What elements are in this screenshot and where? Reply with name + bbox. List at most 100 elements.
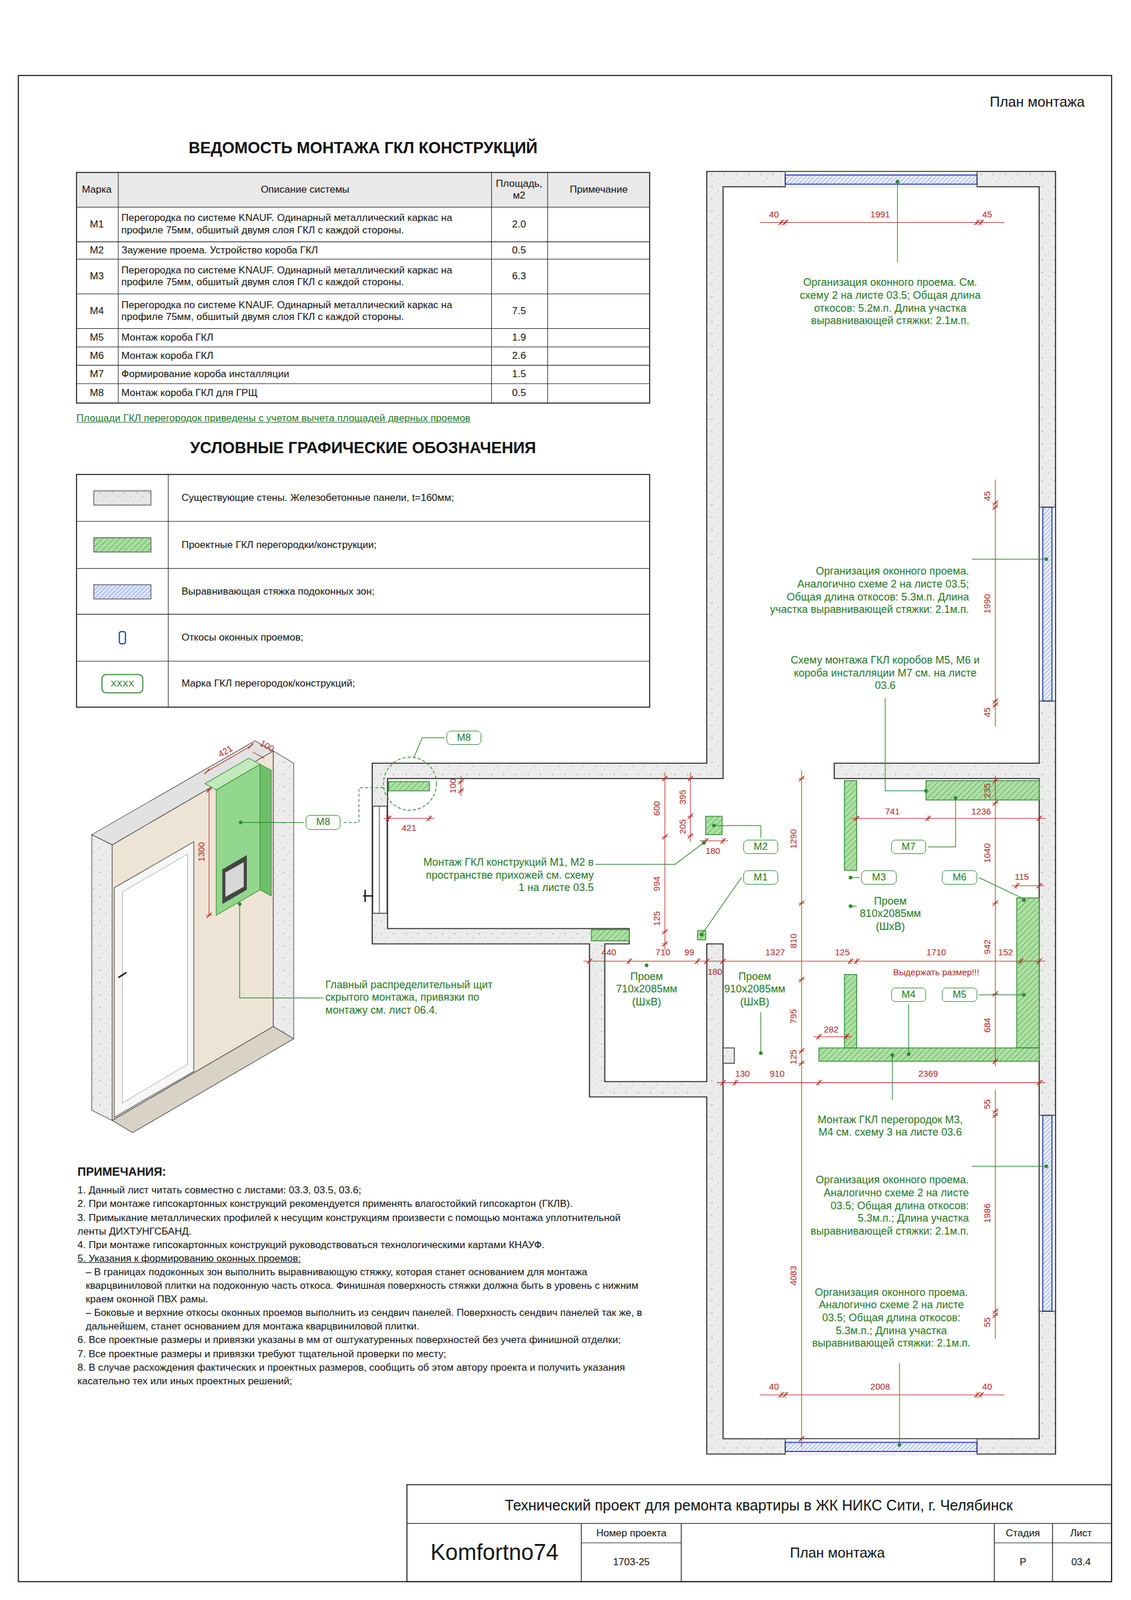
dimension-value: 55 [981,1317,992,1328]
extension-line [1039,814,1040,821]
dimension-tick [662,928,668,935]
dimension-tick [204,768,210,775]
mark-label: M8 [316,815,331,828]
table-cell: M7 [89,368,104,380]
leader-line [885,697,927,791]
table-cell: Примечание [569,183,628,196]
dimension-value: 1710 [926,946,947,957]
leader-line [713,825,762,838]
switchboard-frame [222,854,247,904]
title-block-line [993,1522,995,1582]
leader-dot [712,823,716,828]
extension-line [706,957,707,964]
leader-dot [897,1442,902,1447]
mark-symbol [101,674,143,693]
leader-line [239,903,324,998]
extension-line [992,1310,999,1311]
mark-tag: M1 [743,870,779,885]
dimension-tick [978,219,984,226]
dimension-tick [662,834,668,840]
leader-dot [848,903,853,908]
section-heading: УСЛОВНЫЕ ГРАФИЧЕСКИЕ ОБОЗНАЧЕНИЯ [190,438,537,458]
table-cell: M8 [89,387,104,399]
swatch-hatch [93,537,151,552]
dimension-tick [992,777,998,783]
dimension-tick [992,990,998,997]
dimension-tick [1036,958,1043,964]
mark-label: M7 [901,840,916,853]
dimension-line [690,772,691,842]
dimension-value: 125 [788,1049,799,1064]
dimension-value: 910 [769,1067,785,1078]
note-item: 8. В случае расхождения фактических и пр… [77,1360,651,1388]
leader-dot [924,788,928,793]
dimension-value: 152 [998,946,1014,957]
window-jamb [1039,1310,1056,1311]
dimension-tick [992,799,998,806]
dimension-value: 421 [216,742,234,759]
swatch-hatch [93,584,151,599]
table-row-line [76,258,650,260]
dimension-tick [925,815,931,821]
sill-screed [1042,1115,1053,1311]
note-item: – Боковые и верхние откосы оконных проем… [77,1305,651,1333]
extension-line [722,837,724,844]
gkl-box-side [259,764,271,896]
dimension-line [583,960,1045,962]
dimension-line [252,751,264,758]
leader-dot [701,840,706,845]
leader-line [927,797,956,847]
mark-label: M1 [754,871,769,884]
extension-line [1039,1079,1040,1086]
dimension-value: 40 [769,1380,780,1391]
concrete-column [722,1047,734,1063]
window-jamb [976,172,978,188]
table-cell: 6.3 [511,270,527,283]
dimension-tick [798,1047,805,1054]
legend-swatch [93,584,151,599]
annotation-note: Монтаж ГКЛ конструкций M1, M2 в простран… [420,855,594,895]
leader-dot [1044,1163,1048,1168]
table-cell: 2.6 [511,349,527,362]
gkl-box-top [204,758,260,790]
table-cell: Перегородка по системе KNAUF. Одинарный … [121,299,489,324]
table-row-line [76,328,650,329]
extension-line [687,778,694,779]
dimension-value: 684 [981,1017,992,1033]
table-row-line [76,364,650,366]
table-frame [76,172,650,403]
dimension-tick [695,958,701,964]
dimension-tick [385,815,392,821]
entrance-door-leaf [379,805,380,914]
concrete-walls [372,171,1056,1454]
mark-tag: M2 [743,839,779,854]
dimension-line [664,772,666,950]
extension-line [992,506,999,508]
dimension-tick [992,504,998,510]
dimension-tick [662,775,668,782]
dimension-line [851,817,1046,819]
dimension-tick [816,1079,822,1086]
mark-tag: M3 [861,870,897,885]
dimension-tick [206,912,213,918]
annotation-note: Монтаж ГКЛ перегородок M3, M4 см. схему … [813,1113,967,1139]
window-jamb [784,172,786,188]
mark-label: M6 [952,871,967,884]
extension-line [798,1062,805,1064]
dimension-value: 1040 [981,842,992,863]
dimension-tick [782,219,789,226]
table-cell: Площадь, м2 [492,177,546,203]
window-jamb [1039,506,1056,508]
extension-line [388,814,389,821]
title-block-cell: Стадия [1005,1526,1040,1539]
dimension-line [716,1082,1045,1083]
table-cell: 1.5 [511,368,527,380]
extension-line [992,1314,999,1315]
leader-dot [906,1052,911,1056]
extension-line [735,1079,736,1086]
section-heading: ВЕДОМОСТЬ МОНТАЖА ГКЛ КОНСТРУКЦИЙ [188,138,538,158]
table-row-line [76,346,650,347]
dimension-tick [248,742,254,749]
table-cell: Марка [81,183,112,196]
